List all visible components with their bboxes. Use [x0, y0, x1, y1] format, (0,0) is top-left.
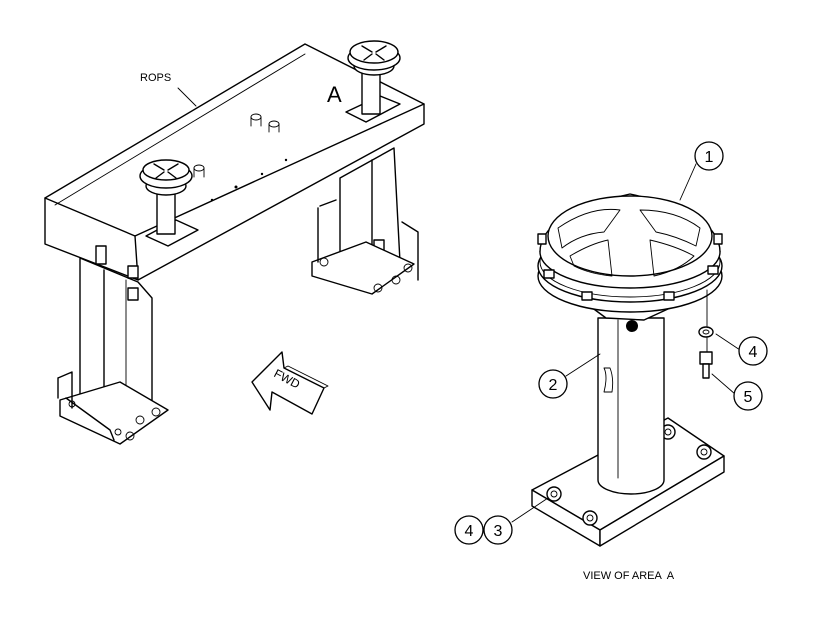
callout-1-text: 1	[705, 149, 714, 166]
fwd-arrow: FWD	[251, 351, 329, 415]
beacon-rear	[345, 40, 401, 123]
callout-4-side-text: 4	[749, 344, 758, 361]
detail-mount-boss	[626, 320, 638, 332]
callout-5: 5	[733, 381, 763, 411]
detail-beacon	[537, 193, 723, 313]
callout-leaders	[511, 163, 741, 523]
callout-3: 3	[483, 515, 513, 545]
callout-2: 2	[538, 369, 568, 399]
callout-5-text: 5	[744, 389, 753, 406]
callout-2-text: 2	[549, 377, 558, 394]
callout-3-text: 3	[494, 523, 503, 540]
callout-4-side: 4	[738, 336, 768, 366]
rops-label: ROPS	[140, 72, 171, 84]
rops-leg-front	[57, 245, 169, 445]
detail-view-area-a: 1 2 4 3 4 5 VIEW OF AREA A	[454, 141, 768, 582]
detail-post	[597, 317, 665, 495]
detail-washer-bolt	[698, 289, 714, 379]
callout-1: 1	[694, 141, 724, 171]
callout-4-base: 4	[454, 515, 484, 545]
rops-assembly: ROPS A	[44, 40, 425, 445]
view-caption: VIEW OF AREA A	[583, 570, 675, 582]
rops-leader	[177, 87, 197, 107]
rops-canopy	[44, 43, 425, 281]
callout-4-base-text: 4	[465, 523, 474, 540]
beacon-front	[139, 159, 199, 247]
area-a-marker: A	[327, 82, 342, 107]
rops-leg-rear	[311, 147, 419, 295]
